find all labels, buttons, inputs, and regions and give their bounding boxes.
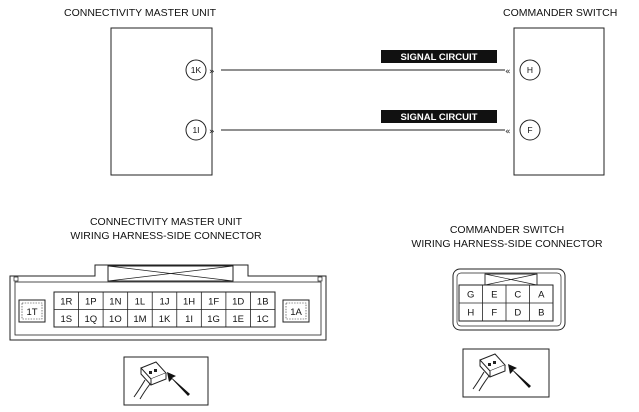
pin-1b: 1B — [257, 296, 269, 307]
pin-1s: 1S — [60, 314, 72, 325]
circuit-1k-h: 1K » « H SIGNAL CIRCUIT — [185, 50, 541, 81]
commander-switch-connector: G E C A H F D B — [452, 268, 566, 331]
pin-e: E — [491, 290, 497, 301]
pin-1m: 1M — [133, 314, 146, 325]
right-connector-title: COMMANDER SWITCH — [450, 224, 564, 236]
signal-circuit-label: SIGNAL CIRCUIT — [401, 112, 478, 123]
signal-circuit-badge — [381, 50, 497, 63]
terminal-1k — [185, 59, 207, 81]
pin-1a: 1A — [290, 307, 302, 318]
terminal-h — [519, 59, 541, 81]
connector-insertion-icon — [462, 348, 550, 398]
pin-1f: 1F — [208, 296, 219, 307]
pin-1k: 1K — [159, 314, 171, 325]
terminal-1i-label: 1I — [192, 125, 199, 135]
pin-1i: 1I — [185, 314, 193, 325]
pin-1r: 1R — [60, 296, 72, 307]
terminal-f — [519, 119, 541, 141]
right-connector-subtitle: WIRING HARNESS-SIDE CONNECTOR — [411, 238, 603, 250]
pin-1p: 1P — [85, 296, 97, 307]
pin-d: D — [514, 308, 521, 319]
pin-g: G — [467, 290, 474, 301]
terminal-1i — [185, 119, 207, 141]
left-connector-title: CONNECTIVITY MASTER UNIT — [90, 216, 243, 228]
connector-mark-icon: « — [505, 127, 511, 137]
pin-1g: 1G — [207, 314, 220, 325]
commander-switch-box — [513, 27, 605, 176]
pin-a: A — [538, 290, 545, 301]
pin-1j: 1J — [159, 296, 169, 307]
pin-1a-housing — [282, 299, 310, 323]
pin-1l: 1L — [135, 296, 146, 307]
left-unit-title: CONNECTIVITY MASTER UNIT — [64, 7, 217, 19]
left-connector-subtitle: WIRING HARNESS-SIDE CONNECTOR — [70, 230, 262, 242]
pin-f: F — [491, 308, 497, 319]
connectivity-master-unit-box — [110, 27, 213, 176]
pin-1t: 1T — [26, 307, 37, 318]
pin-1h: 1H — [183, 296, 195, 307]
connector-insertion-icon — [123, 356, 209, 406]
connector-mark-icon: » — [209, 127, 215, 137]
connector-mark-icon: « — [505, 67, 511, 77]
pin-1o: 1O — [109, 314, 122, 325]
terminal-1k-label: 1K — [191, 65, 202, 75]
terminal-f-label: F — [527, 125, 532, 135]
terminal-h-label: H — [527, 65, 533, 75]
circuit-1i-f: 1I » « F SIGNAL CIRCUIT — [185, 110, 541, 141]
pin-1c: 1C — [257, 314, 269, 325]
pin-1q: 1Q — [84, 314, 97, 325]
pin-1d: 1D — [232, 296, 244, 307]
pin-1e: 1E — [232, 314, 244, 325]
pin-c: C — [514, 290, 521, 301]
connector-mark-icon: » — [209, 67, 215, 77]
pin-h: H — [467, 308, 474, 319]
signal-circuit-badge — [381, 110, 497, 123]
right-unit-title: COMMANDER SWITCH — [503, 7, 617, 19]
signal-circuit-label: SIGNAL CIRCUIT — [401, 52, 478, 63]
pin-1t-housing — [18, 299, 46, 323]
pin-b: B — [538, 308, 544, 319]
pin-1n: 1N — [109, 296, 121, 307]
